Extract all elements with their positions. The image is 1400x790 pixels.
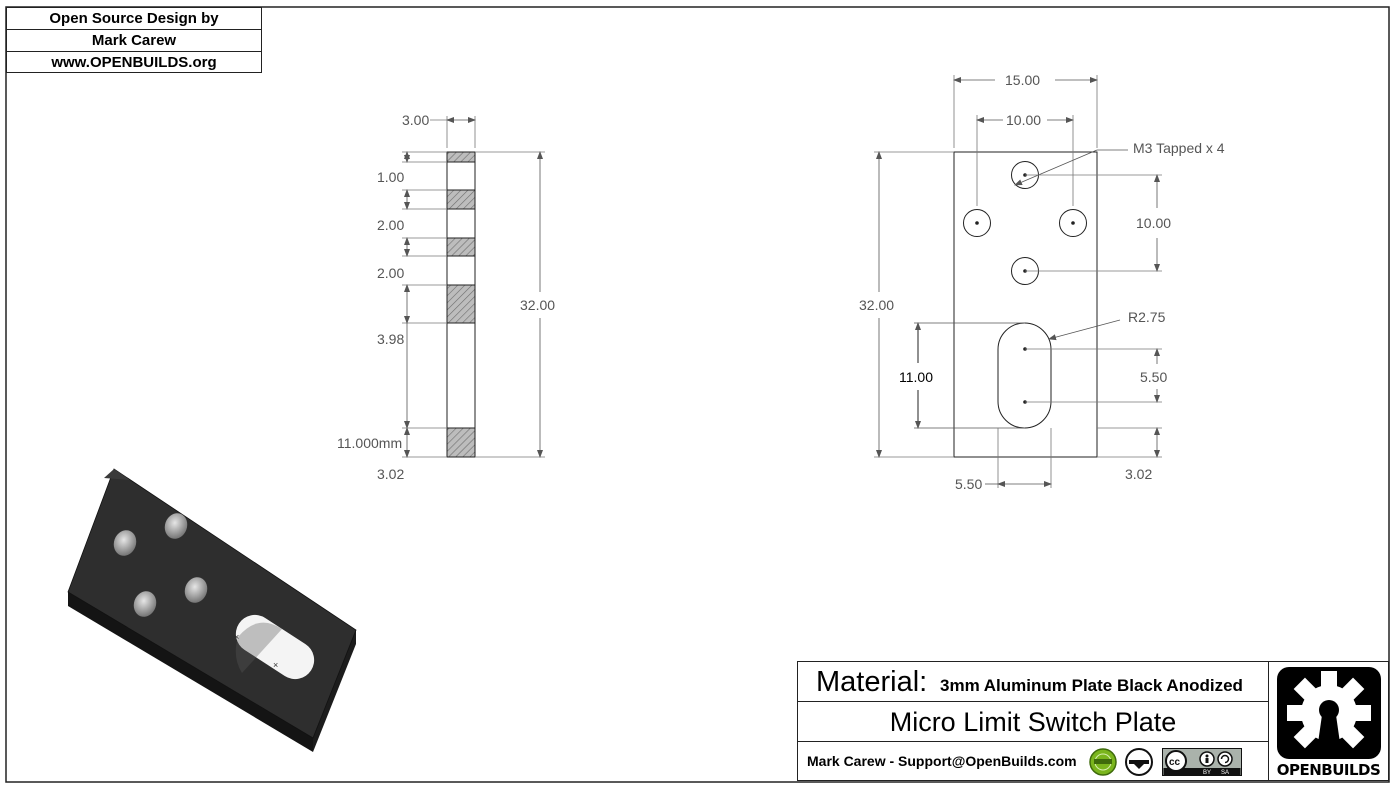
slot-radius-callout: R2.75: [1128, 309, 1166, 325]
sheet-border: [5, 6, 1390, 783]
hatch-section: [446, 189, 476, 210]
plate-side-face: [68, 592, 313, 752]
material-row: Material: 3mm Aluminum Plate Black Anodi…: [798, 662, 1268, 702]
dim-slot-length: 11.00: [899, 369, 933, 385]
iso-slot: [235, 614, 315, 680]
credit-line-2: Mark Carew: [7, 30, 261, 52]
part-name: Micro Limit Switch Plate: [798, 702, 1268, 742]
openbuilds-gear-icon: [1277, 667, 1381, 759]
hatch-section: [446, 284, 476, 324]
open-hardware-icon: [1125, 748, 1153, 776]
dim-side-1: 1.00: [377, 169, 404, 185]
iso-hole: [164, 513, 188, 539]
side-view: 3.00 32.00 1.00 2.00: [337, 112, 555, 482]
dim-side-5: 11.000mm: [337, 435, 402, 451]
plate-top-face: [67, 468, 357, 739]
cc-label: cc: [1169, 757, 1181, 768]
author-contact: Mark Carew - Support@OpenBuilds.com: [807, 753, 1077, 769]
dim-slot-offset: 5.50: [955, 476, 982, 492]
hatch-section: [446, 151, 476, 163]
front-view: 15.00 10.00 M3 Tapped x 4 10.00 32.00: [859, 72, 1225, 492]
plate-left-edge: [104, 469, 130, 480]
tapped-hole: [1059, 209, 1087, 237]
openbuilds-logo-text: OPENBUILDS: [1276, 761, 1381, 779]
dim-side-height: 32.00: [520, 297, 555, 313]
plate-end-face: [313, 630, 356, 752]
hole-callout: M3 Tapped x 4: [1133, 140, 1225, 156]
iso-hole: [184, 577, 208, 603]
dim-side-2: 2.00: [377, 217, 404, 233]
title-block-footer: Mark Carew - Support@OpenBuilds.com cc B…: [798, 742, 1268, 780]
openbuilds-logo-box: OPENBUILDS: [1268, 661, 1389, 781]
green-badge-icon: [1089, 748, 1117, 776]
svg-text:×: ×: [273, 660, 278, 670]
tapped-hole: [963, 209, 991, 237]
iso-hole: [133, 591, 157, 617]
cc-by-label: BY: [1203, 770, 1211, 776]
creative-commons-icon: cc BY SA: [1162, 748, 1242, 776]
dim-slot-spacing: 5.50: [1140, 369, 1167, 385]
credit-line-1: Open Source Design by: [7, 8, 261, 30]
dim-front-width: 15.00: [1005, 72, 1040, 88]
dim-slot-bottom: 3.02: [1125, 466, 1152, 482]
dim-front-hole-spacing: 10.00: [1006, 112, 1041, 128]
credit-line-3: www.OPENBUILDS.org: [51, 54, 217, 71]
hatch-section: [446, 237, 476, 257]
dim-side-width: 3.00: [402, 112, 429, 128]
svg-text:×: ×: [234, 632, 239, 642]
material-label: Material:: [816, 666, 928, 698]
dim-front-vspacing: 10.00: [1136, 215, 1171, 231]
design-credit-box: Open Source Design by Mark Carew www.OPE…: [6, 7, 262, 73]
front-view-outline: [953, 151, 1098, 458]
cc-sa-label: SA: [1221, 770, 1229, 776]
dim-side-6: 3.02: [377, 466, 404, 482]
hatch-section: [446, 427, 476, 458]
dim-side-3: 2.00: [377, 265, 404, 281]
dim-front-height: 32.00: [859, 297, 894, 313]
material-value: 3mm Aluminum Plate Black Anodized: [940, 676, 1243, 695]
iso-hole: [113, 530, 137, 556]
title-block: Material: 3mm Aluminum Plate Black Anodi…: [797, 661, 1269, 781]
isometric-view: × ×: [67, 468, 357, 752]
dim-side-4: 3.98: [377, 331, 404, 347]
